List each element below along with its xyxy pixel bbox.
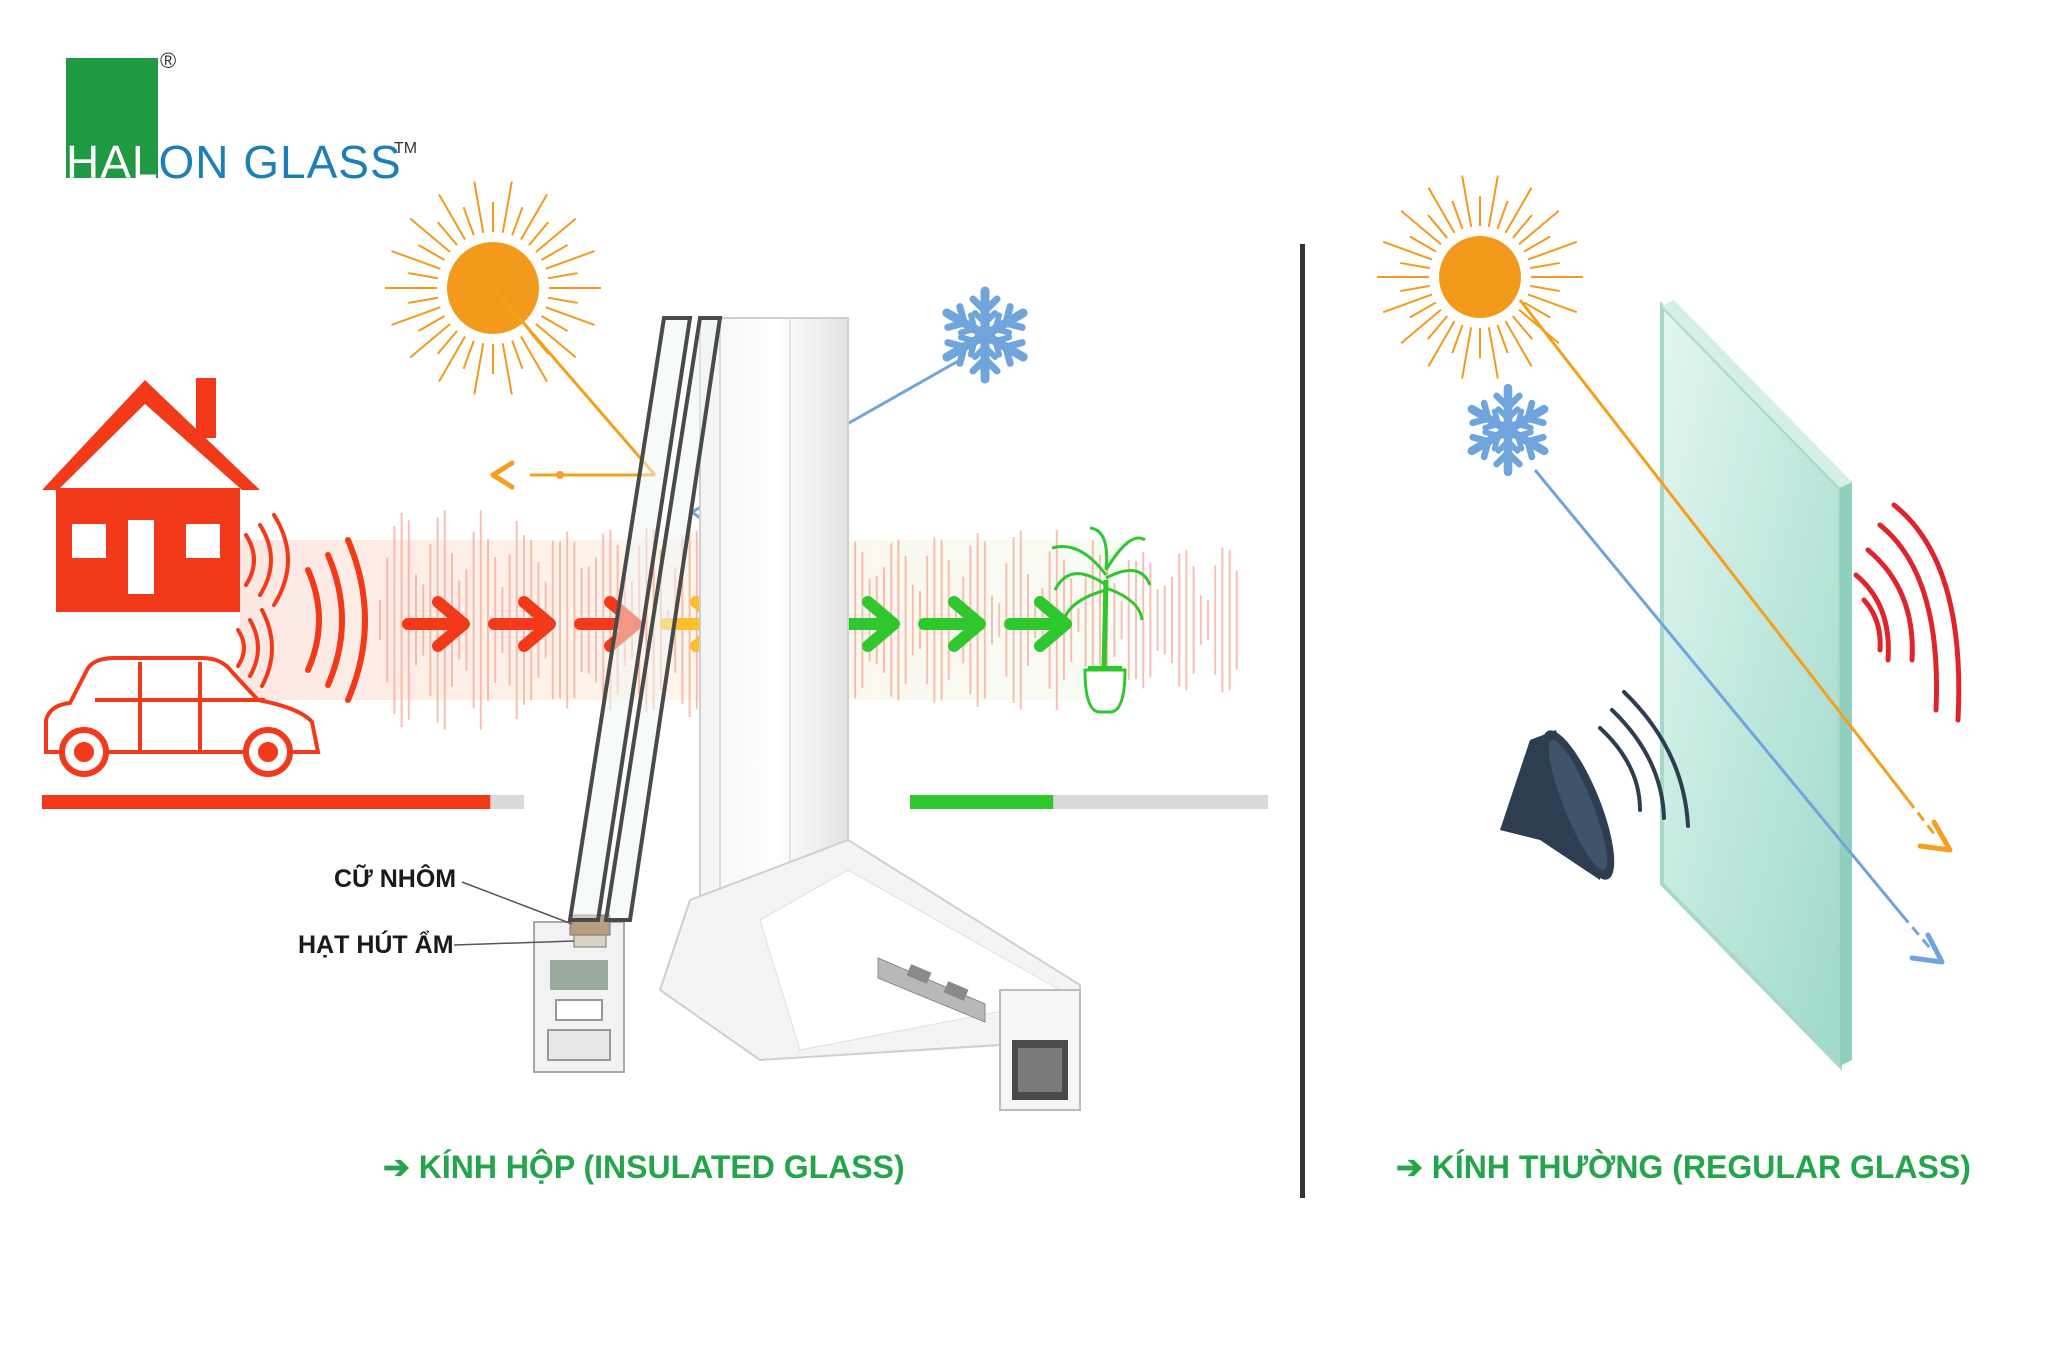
double-glass-panes <box>567 316 723 922</box>
brand-logo-part1: HAL <box>66 136 159 188</box>
chevron-arrow-icon <box>402 596 470 652</box>
logo-green-square <box>66 58 158 178</box>
snowflake-icon-right <box>1467 383 1549 477</box>
window-frame <box>533 317 1081 1111</box>
cold-ray-through <box>1533 469 1945 965</box>
transmitted-sound-wave-icon <box>1853 502 1962 723</box>
registered-mark: ® <box>160 48 177 73</box>
panel-divider <box>1300 244 1305 1198</box>
noise-level-outside-bar <box>42 795 524 809</box>
brand-logo: HALON GLASS <box>66 136 402 188</box>
noise-level-inside-bar <box>910 795 1268 809</box>
sun-ray-through <box>1518 299 1953 853</box>
speaker-icon <box>1500 730 1615 880</box>
glass-pane <box>1660 300 1852 1071</box>
speaker-sound-wave-icon <box>1598 690 1690 828</box>
callout-desiccant-label: HẠT HÚT ẨM <box>298 931 454 959</box>
car-icon <box>44 656 321 777</box>
sun-icon <box>385 181 601 395</box>
trademark-mark: TM <box>394 140 418 157</box>
brand-logo-part2: ON GLASS <box>158 136 402 188</box>
sound-wave-icon <box>236 513 368 703</box>
chevron-arrow-icon <box>1004 596 1072 652</box>
sun-ray-reflected <box>490 289 657 490</box>
callout-leaders <box>453 881 575 946</box>
insulated-glass-caption: ➔ KÍNH HỘP (INSULATED GLASS) <box>383 1149 905 1185</box>
callout-spacer-label: CỮ NHÔM <box>334 865 457 893</box>
regular-glass-caption: ➔ KÍNH THƯỜNG (REGULAR GLASS) <box>1396 1149 1971 1185</box>
chevron-arrow-icon <box>488 596 556 652</box>
snowflake-icon <box>942 286 1028 384</box>
plant-icon <box>1051 526 1152 714</box>
sun-icon-right <box>1377 175 1583 379</box>
house-icon <box>42 378 260 612</box>
chevron-arrow-icon <box>918 596 986 652</box>
